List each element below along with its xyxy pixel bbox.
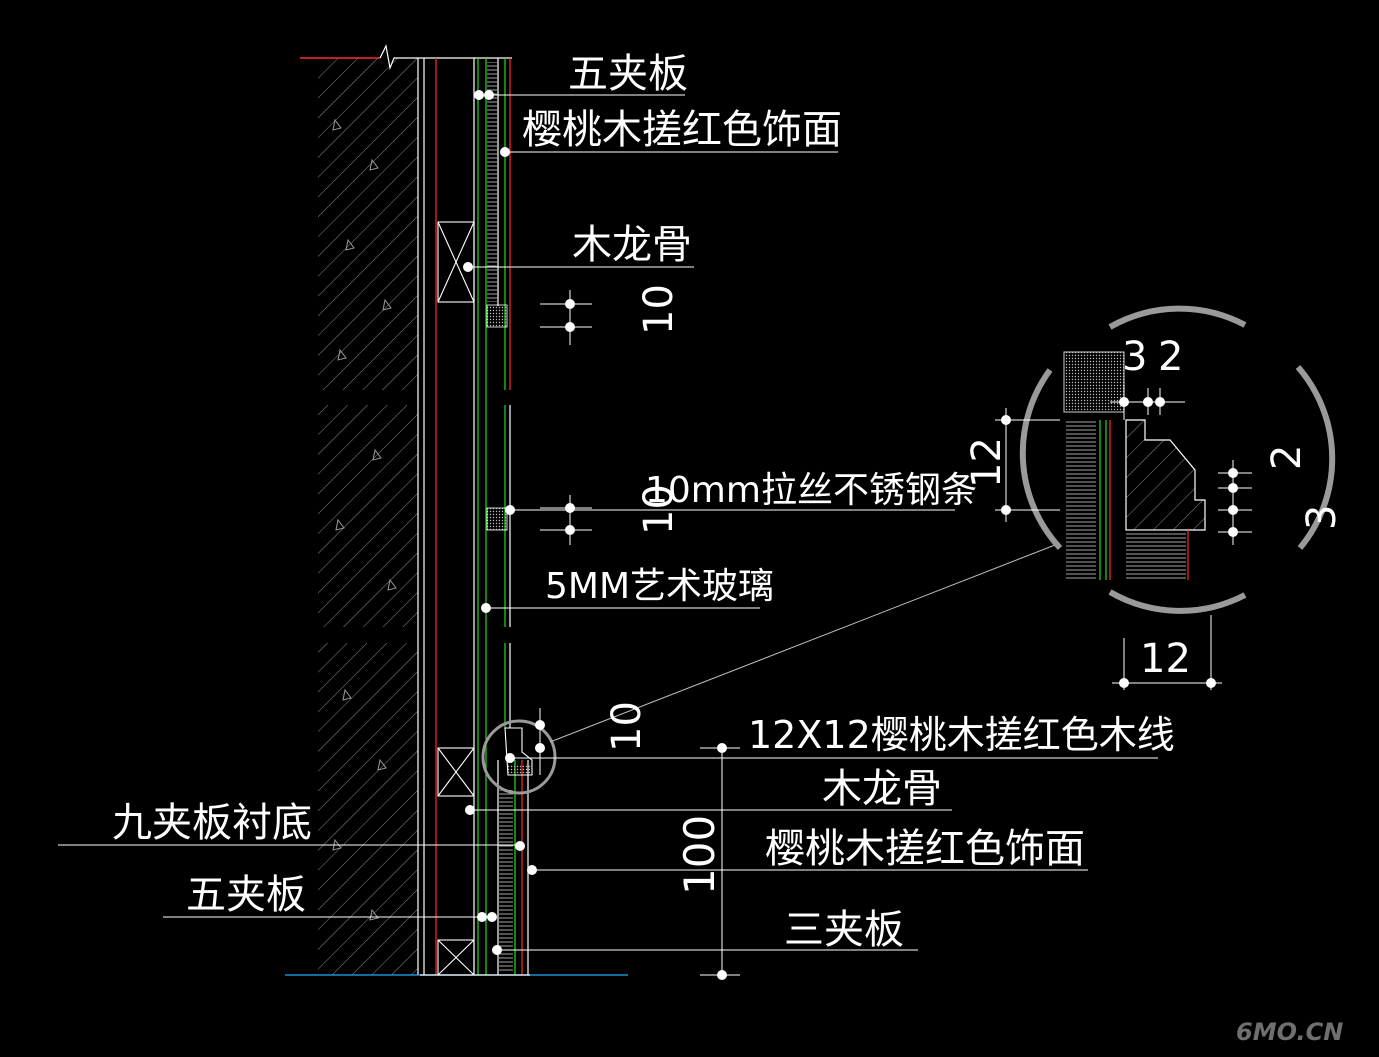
label-wood-molding: 12X12樱桃木搓红色木线 — [748, 713, 1175, 757]
concrete-wall — [318, 58, 418, 975]
label-bottom-five-ply: 五夹板 — [186, 872, 306, 918]
label-top-five-ply: 五夹板 — [568, 51, 688, 97]
label-art-glass: 5MM艺术玻璃 — [545, 566, 774, 607]
finish-hatch-bottom — [499, 790, 513, 972]
steel-strip-mid — [486, 507, 508, 531]
detail-view — [1019, 305, 1336, 614]
steel-strip-top — [486, 304, 508, 328]
dimension-marks — [535, 290, 740, 980]
finish-hatch-top — [487, 62, 497, 302]
dim-detail-12-left: 12 — [964, 437, 1010, 488]
label-bottom-cherry-finish: 樱桃木搓红色饰面 — [765, 826, 1085, 872]
dim-100: 100 — [675, 815, 724, 895]
wall-layers — [417, 58, 529, 975]
dim-detail-12-bottom: 12 — [1140, 636, 1191, 682]
label-nine-ply-base: 九夹板衬底 — [112, 800, 312, 846]
label-top-wood-keel: 木龙骨 — [572, 222, 692, 268]
wood-keels — [437, 221, 475, 976]
watermark: 6MO.CN — [1236, 1018, 1343, 1046]
dimension-labels: 10 10 10 100 3 2 12 2 3 12 — [604, 284, 1345, 895]
label-top-cherry-finish: 樱桃木搓红色饰面 — [522, 107, 842, 153]
dim-detail-2-top: 2 — [1158, 334, 1183, 380]
detail-leader-line — [549, 544, 1056, 743]
detail-dimension-marks — [995, 385, 1252, 690]
dim-mid-10: 10 — [636, 484, 682, 535]
dim-bottom-10: 10 — [604, 701, 650, 752]
dim-top-10: 10 — [636, 284, 682, 335]
dim-detail-2-right: 2 — [1264, 445, 1310, 470]
dim-detail-3-right: 3 — [1299, 505, 1345, 530]
break-line — [300, 44, 512, 71]
label-steel-strip: 10mm拉丝不锈钢条 — [645, 470, 977, 511]
label-bottom-wood-keel: 木龙骨 — [822, 766, 942, 812]
leader-lines — [58, 90, 1158, 955]
label-three-ply: 三夹板 — [784, 907, 904, 953]
detail-callout-circle — [481, 719, 557, 795]
dim-detail-3: 3 — [1122, 334, 1147, 380]
annotation-labels: 五夹板 樱桃木搓红色饰面 木龙骨 10mm拉丝不锈钢条 5MM艺术玻璃 12X1… — [112, 51, 1175, 953]
wood-molding-fill — [508, 764, 530, 775]
